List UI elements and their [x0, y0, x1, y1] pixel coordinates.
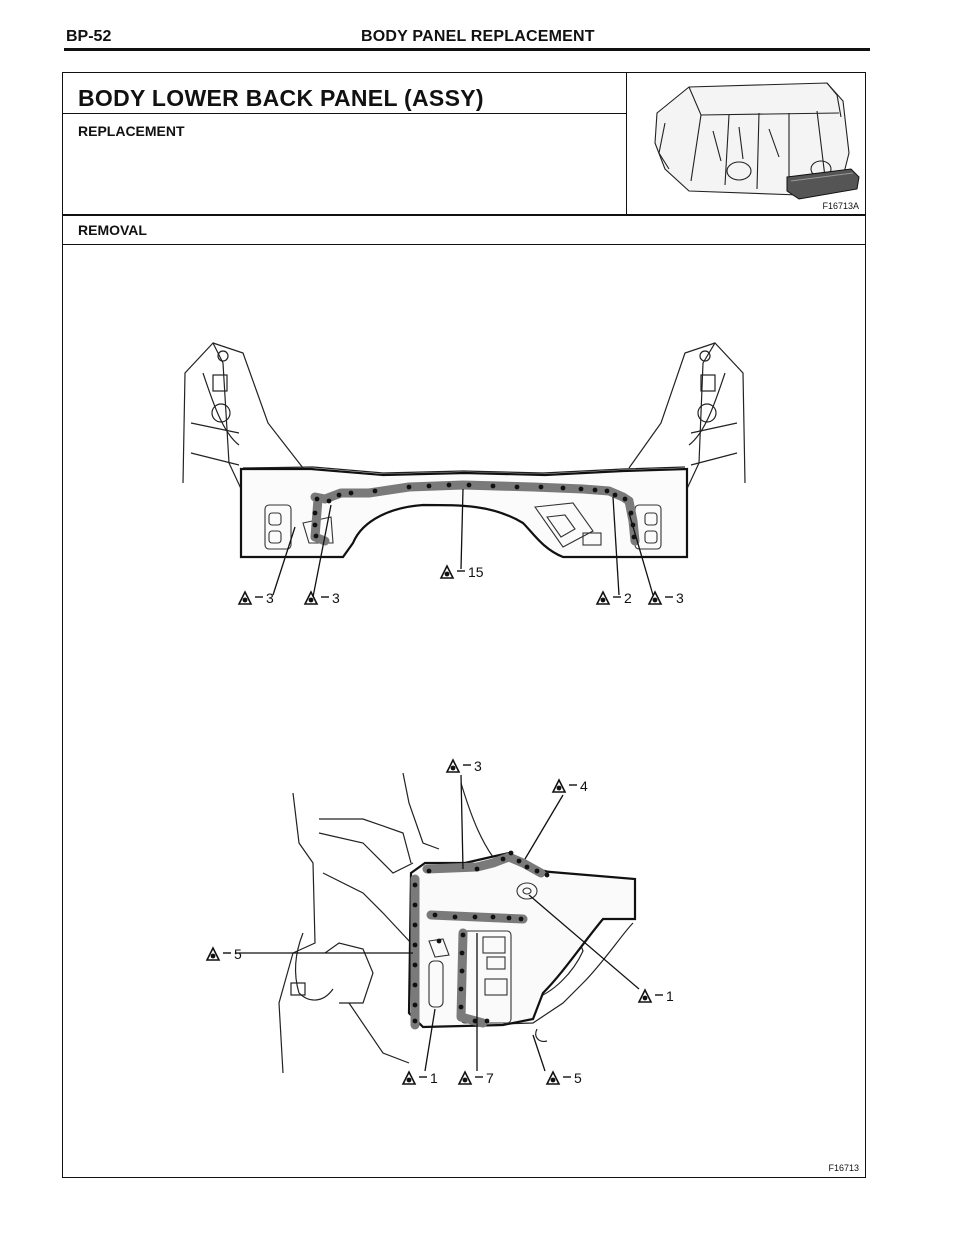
title-block: BODY LOWER BACK PANEL (ASSY) REPLACEMENT	[63, 73, 627, 214]
callout-count: 1	[666, 988, 674, 1004]
spot-weld-icon	[440, 565, 454, 579]
vehicle-body-illustration	[654, 82, 860, 200]
page-number: BP-52	[66, 28, 112, 45]
callout-count: 1	[430, 1070, 438, 1086]
callout-count: 3	[332, 590, 340, 606]
step-label: REMOVAL	[78, 222, 147, 238]
weld-callout-bottom-2: 4	[552, 778, 588, 794]
spot-weld-icon	[446, 759, 460, 773]
weld-callout-top-5: 3	[648, 590, 684, 606]
callout-count: 4	[580, 778, 588, 794]
callout-count: 15	[468, 564, 484, 580]
leader-lines-bottom	[235, 774, 640, 1072]
weld-callout-bottom-4: 1	[638, 988, 674, 1004]
leader-lines-top	[272, 488, 654, 598]
row-divider	[63, 214, 865, 216]
callouts-top: 3 3 15 2 3	[238, 564, 684, 606]
callout-count: 7	[486, 1070, 494, 1086]
thumbnail-figure-code: F16713A	[822, 201, 859, 211]
weld-callout-top-3: 15	[440, 564, 484, 580]
weld-callout-bottom-6: 7	[458, 1070, 494, 1086]
spot-weld-icon	[546, 1071, 560, 1085]
callout-count: 3	[266, 590, 274, 606]
weld-callout-top-1: 3	[238, 590, 274, 606]
weld-callout-bottom-7: 5	[546, 1070, 582, 1086]
header-rule	[64, 48, 870, 51]
spot-weld-icon	[206, 947, 220, 961]
page-title: BODY PANEL REPLACEMENT	[361, 28, 595, 45]
weld-spots-bottom	[412, 850, 550, 1024]
spot-weld-icon	[638, 989, 652, 1003]
spot-weld-icon	[648, 591, 662, 605]
weld-callout-top-4: 2	[596, 590, 632, 606]
step-divider	[63, 244, 865, 245]
spot-weld-icon	[238, 591, 252, 605]
weld-spots-top	[312, 482, 637, 540]
title-divider	[63, 113, 627, 114]
callout-count: 3	[676, 590, 684, 606]
section-title: BODY LOWER BACK PANEL (ASSY)	[78, 85, 484, 111]
callout-count: 3	[474, 758, 482, 774]
spot-weld-icon	[402, 1071, 416, 1085]
figure-code: F16713	[828, 1163, 859, 1173]
vehicle-thumbnail: F16713A	[629, 73, 865, 214]
spot-weld-icon	[596, 591, 610, 605]
callouts-bottom: 3 4 5 1 1 7 5	[206, 758, 674, 1086]
callout-count: 5	[234, 946, 242, 962]
spot-weld-icon	[458, 1071, 472, 1085]
weld-callout-top-2: 3	[304, 590, 340, 606]
weld-callout-bottom-3: 5	[206, 946, 242, 962]
callout-count: 2	[624, 590, 632, 606]
removal-diagram: 3 3 15 2 3	[182, 341, 746, 1086]
spot-weld-icon	[552, 779, 566, 793]
weld-callout-bottom-1: 3	[446, 758, 482, 774]
weld-callout-bottom-5: 1	[402, 1070, 438, 1086]
content-frame: BODY LOWER BACK PANEL (ASSY) REPLACEMENT	[62, 72, 866, 1178]
spot-weld-icon	[304, 591, 318, 605]
section-subtitle: REPLACEMENT	[78, 123, 185, 139]
panel-details	[264, 502, 662, 550]
callout-count: 5	[574, 1070, 582, 1086]
page-header: BP-52 BODY PANEL REPLACEMENT	[66, 22, 866, 50]
